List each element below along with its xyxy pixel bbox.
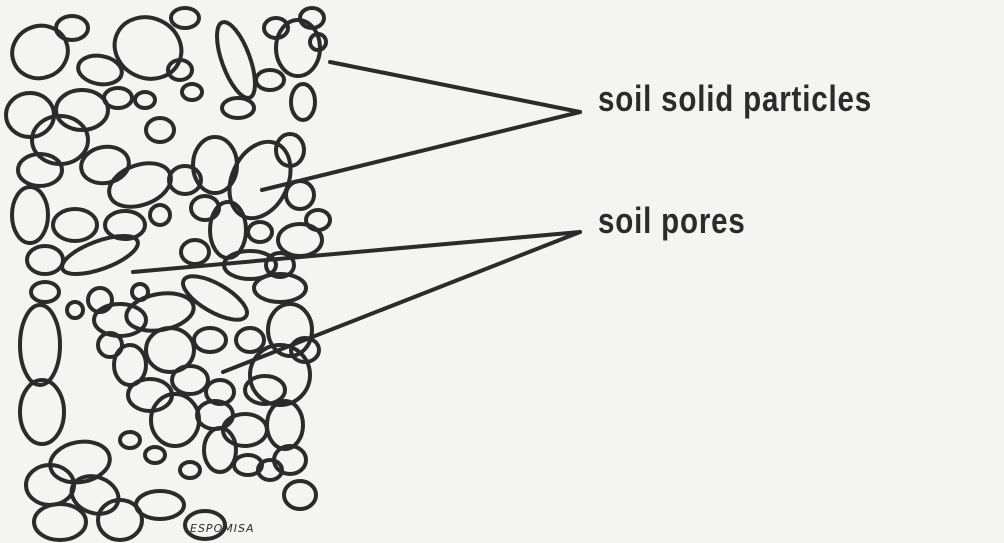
soil-particle [27, 246, 63, 274]
soil-particle [236, 328, 264, 352]
soil-particle [34, 504, 86, 540]
soil-particle [20, 305, 60, 385]
soil-particle [172, 366, 208, 394]
soil-particle [12, 187, 48, 243]
label-soil-pores: soil pores [598, 200, 746, 242]
soil-particle [145, 447, 165, 463]
soil-particle [222, 98, 254, 118]
soil-particle [67, 302, 83, 318]
soil-particle [56, 16, 88, 40]
soil-particle [210, 202, 246, 258]
soil-particle [66, 470, 123, 520]
pointer-lines [133, 62, 580, 372]
pores-pointer-upper [133, 232, 580, 272]
soil-particle [171, 8, 199, 28]
solid-pointer-upper [330, 62, 580, 112]
soil-particle [286, 181, 314, 209]
soil-particle [150, 205, 170, 225]
soil-particle [182, 84, 202, 100]
soil-particle [6, 93, 54, 137]
soil-particle [284, 481, 316, 509]
soil-particle [94, 304, 146, 336]
soil-particle [136, 491, 184, 519]
soil-particle [248, 222, 272, 242]
soil-particle [58, 228, 143, 282]
soil-particle [151, 394, 199, 446]
soil-particle [209, 18, 263, 103]
soil-particle [135, 92, 155, 108]
soil-particle [53, 209, 97, 241]
solid-pointer-lower [262, 112, 580, 190]
soil-particle [267, 401, 303, 449]
soil-particle [181, 240, 209, 264]
soil-particle [180, 462, 200, 478]
soil-particle [291, 84, 315, 120]
particle-group [5, 6, 330, 540]
soil-particle [120, 432, 140, 448]
soil-particle [20, 380, 64, 444]
soil-particle [146, 118, 174, 142]
artist-signature: ESPOMISA [190, 522, 254, 535]
soil-particle [5, 18, 75, 86]
soil-particle [256, 70, 284, 90]
soil-particle [194, 328, 226, 352]
soil-particle [31, 282, 59, 302]
soil-particle [278, 224, 322, 256]
soil-particle [105, 6, 192, 89]
label-soil-solid-particles: soil solid particles [598, 78, 872, 120]
soil-particle [204, 428, 236, 472]
